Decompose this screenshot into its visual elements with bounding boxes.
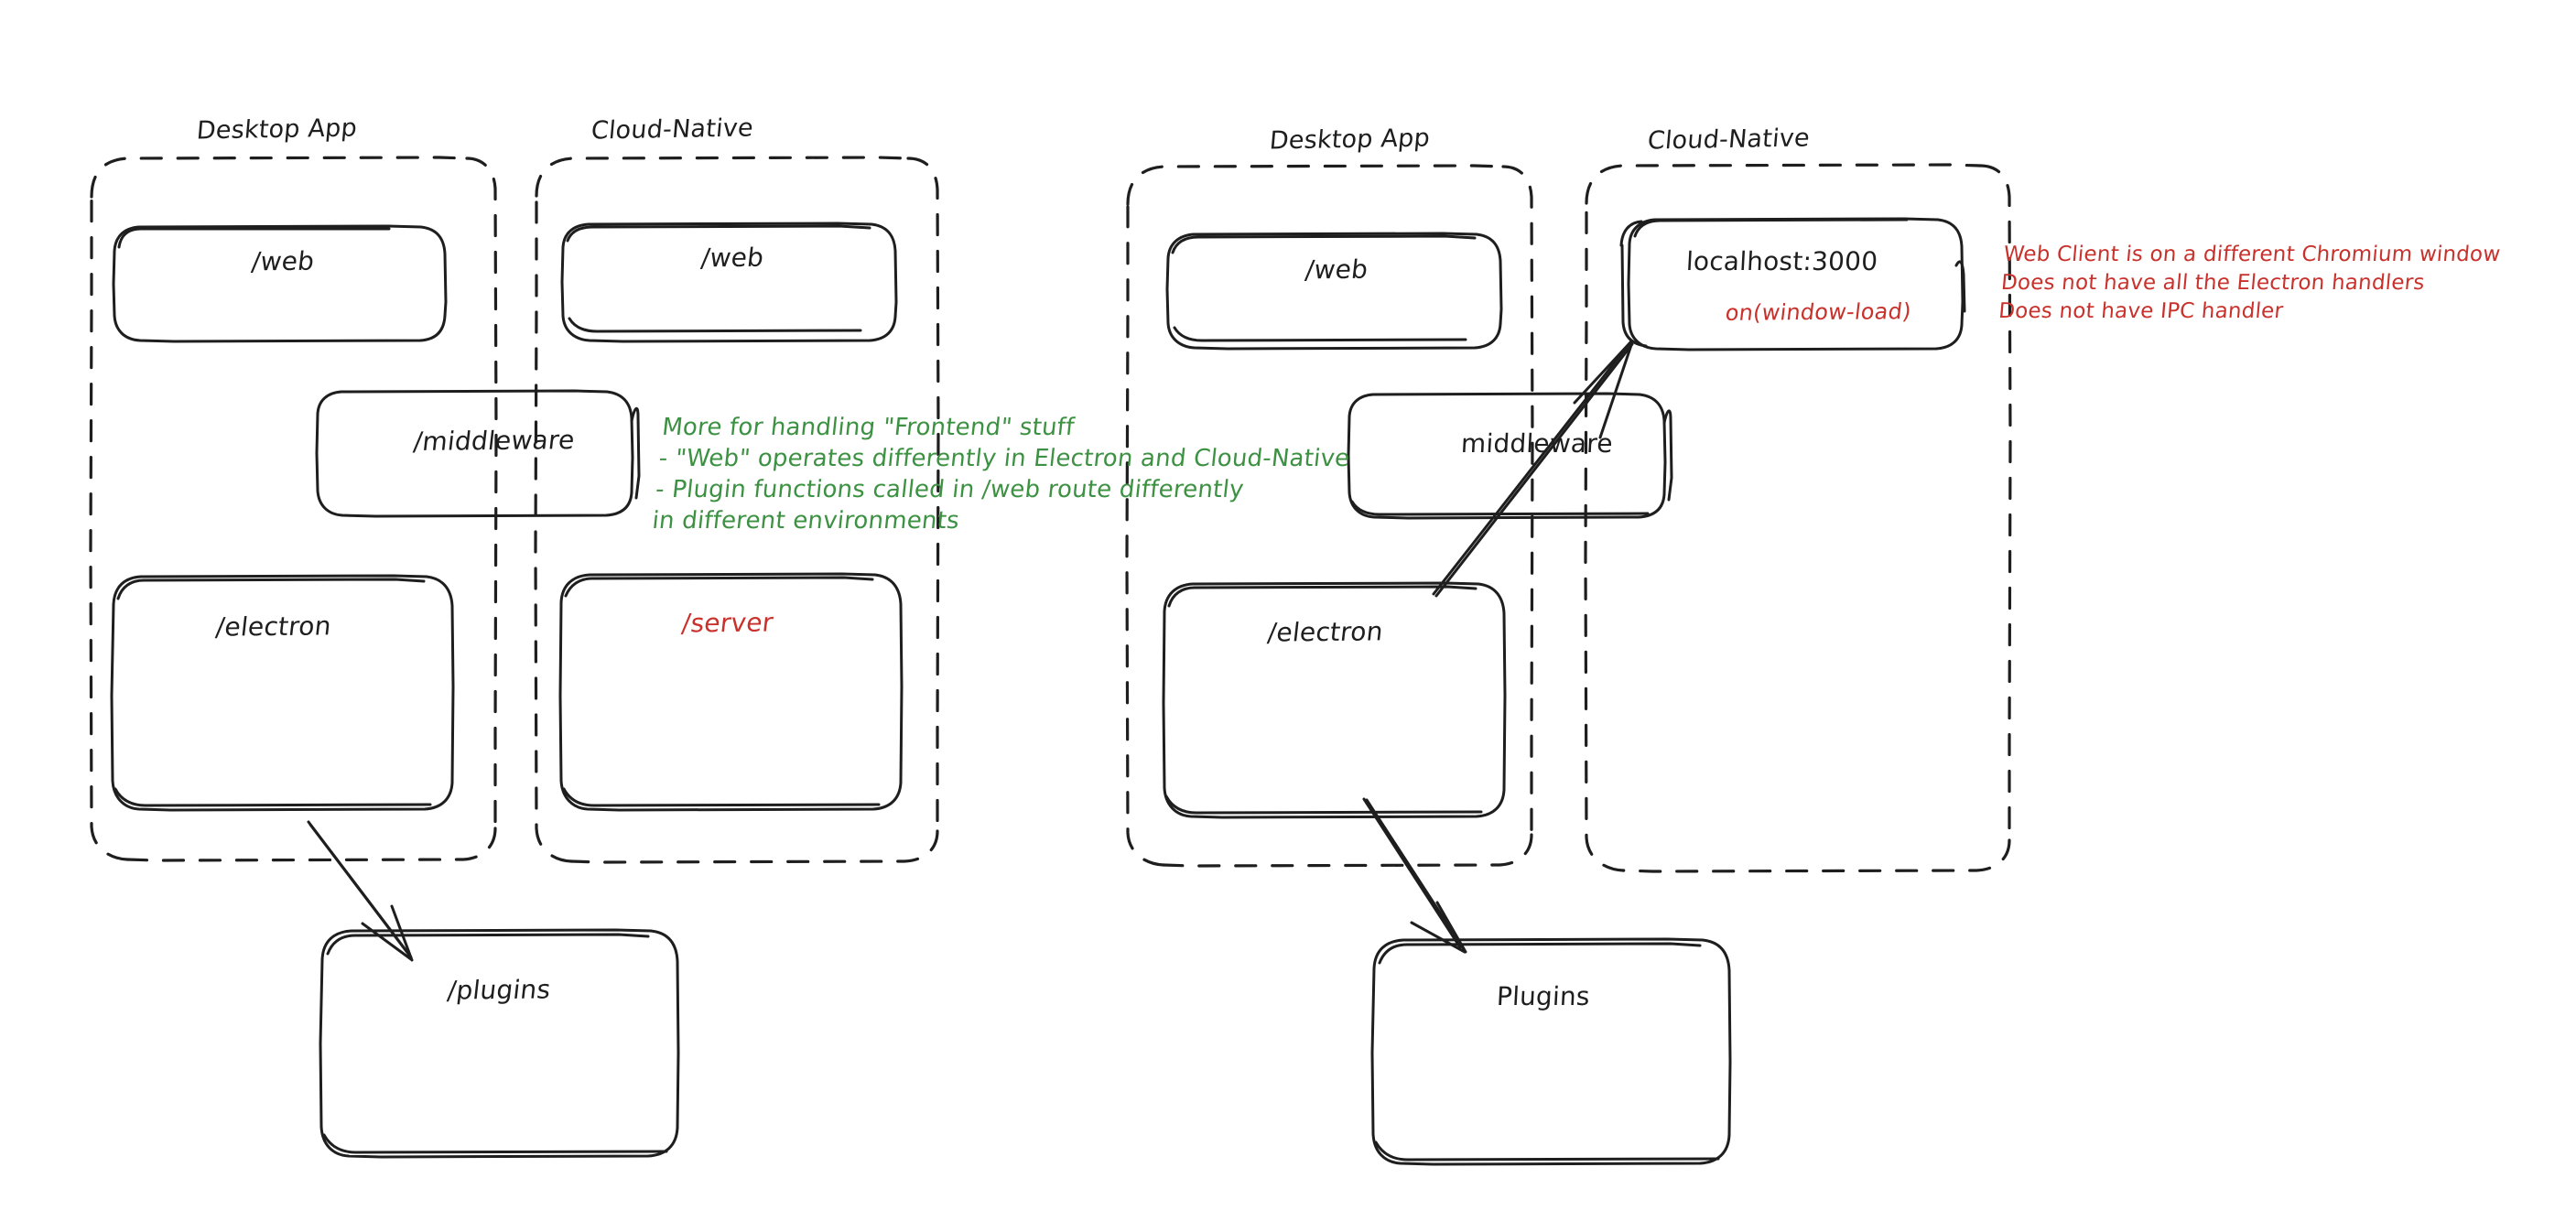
left-web-cloud-box xyxy=(560,222,898,343)
left-middleware-label: /middleware xyxy=(412,425,577,457)
left-server-box xyxy=(558,572,904,812)
left-plugins-label: /plugins xyxy=(446,974,553,1006)
right-localhost-label: localhost:3000 xyxy=(1685,246,1879,276)
left-electron-to-plugins-arrow xyxy=(307,820,414,962)
left-electron-label: /electron xyxy=(214,611,333,643)
right-web-desktop-box xyxy=(1165,232,1503,351)
left-green-note: More for handling "Frontend" stuff - "We… xyxy=(651,414,1351,535)
right-web-desktop-label: /web xyxy=(1304,254,1370,286)
left-server-label: /server xyxy=(680,607,775,639)
left-desktop-app-container xyxy=(89,156,498,862)
left-electron-box xyxy=(110,574,455,812)
left-middleware-box xyxy=(315,389,641,518)
right-red-note: Web Client is on a different Chromium wi… xyxy=(1997,243,2502,324)
left-cloud-native-container xyxy=(534,156,940,864)
right-middleware-label: middleware xyxy=(1460,428,1614,459)
right-plugins-box xyxy=(1370,937,1732,1166)
right-on-window-load-label: on(window-load) xyxy=(1724,298,1913,326)
right-electron-to-localhost-arrow xyxy=(1432,340,1634,598)
right-electron-box xyxy=(1162,581,1507,819)
right-cloud-native-container xyxy=(1584,163,2012,873)
right-plugins-label: Plugins xyxy=(1496,981,1591,1011)
right-desktop-app-container xyxy=(1125,164,1534,868)
left-desktop-app-title: Desktop App xyxy=(195,113,359,146)
left-web-desktop-label: /web xyxy=(250,245,317,277)
right-desktop-app-title: Desktop App xyxy=(1268,124,1432,156)
right-electron-label: /electron xyxy=(1266,616,1385,648)
right-localhost-box xyxy=(1619,217,1966,351)
left-plugins-box xyxy=(319,928,680,1159)
right-cloud-native-title: Cloud-Native xyxy=(1646,124,1812,156)
left-cloud-native-title: Cloud-Native xyxy=(590,113,755,146)
left-web-desktop-box xyxy=(112,224,448,343)
right-electron-to-plugins-arrow xyxy=(1362,797,1467,954)
right-middleware-box xyxy=(1347,392,1673,520)
left-web-cloud-label: /web xyxy=(699,242,766,274)
